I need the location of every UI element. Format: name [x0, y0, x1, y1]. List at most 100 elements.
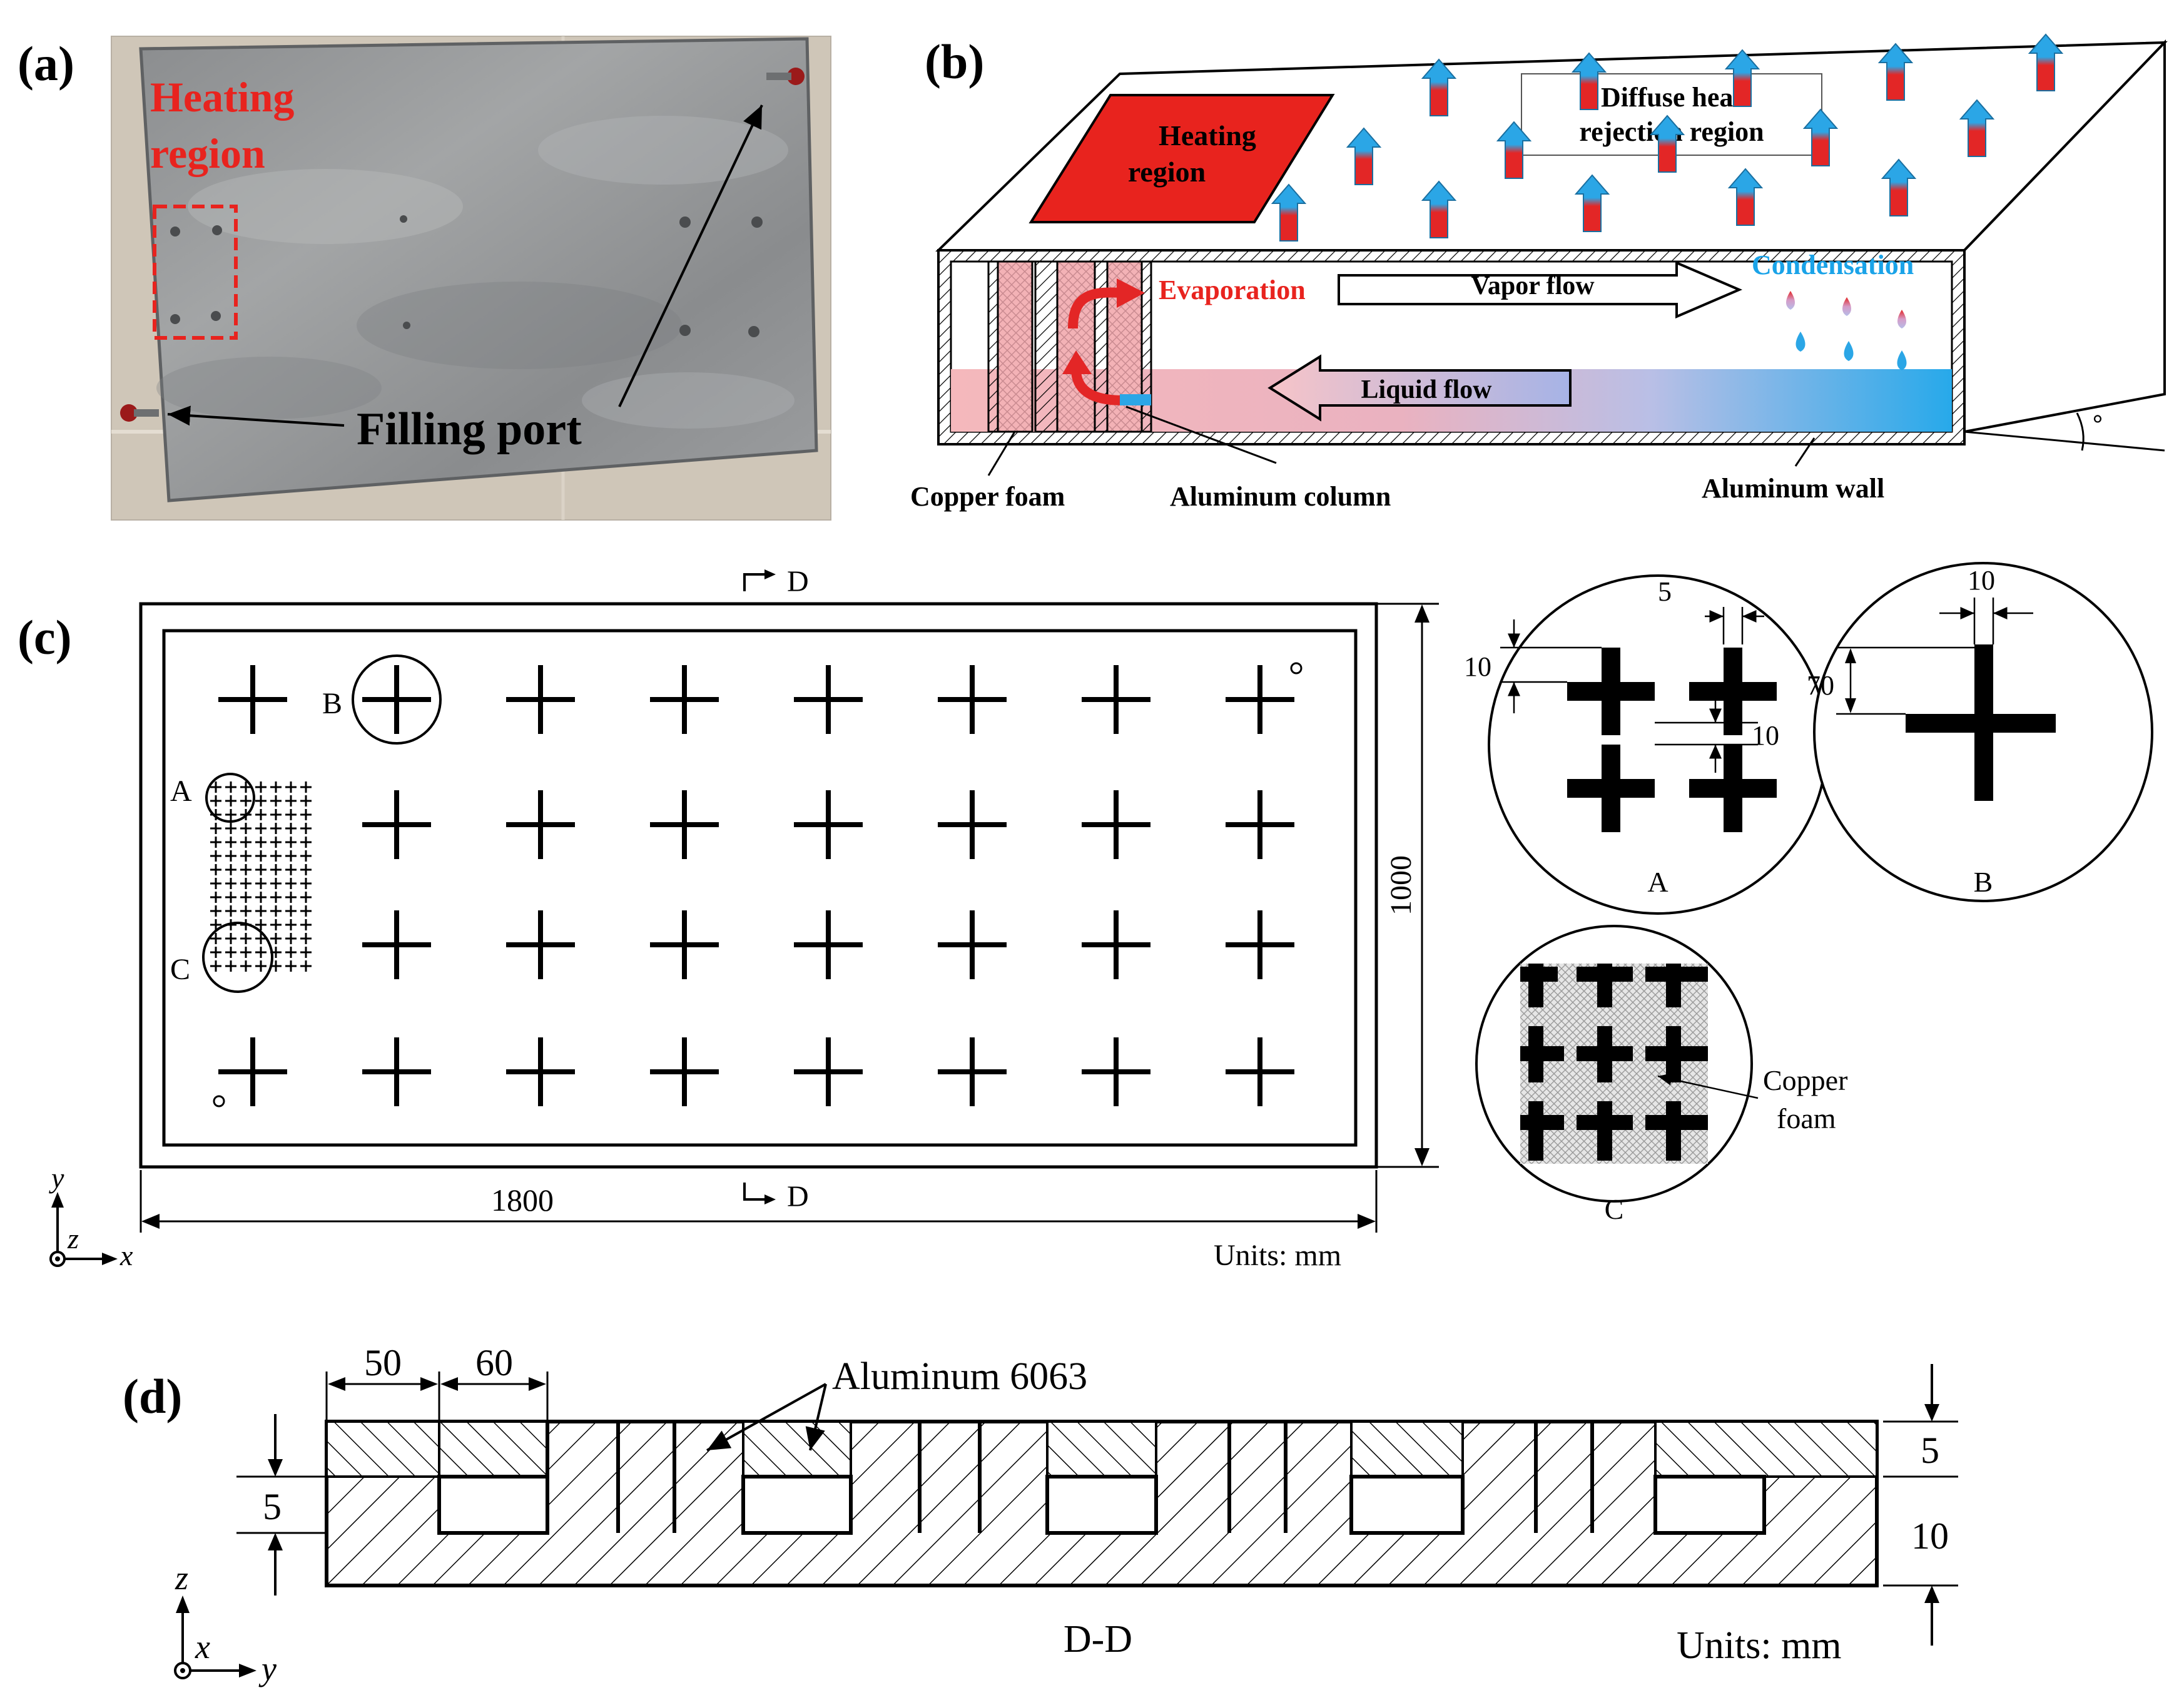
detail-a-dim-right: 10: [1752, 720, 1779, 751]
vapor-flow-label: Vapor flow: [1471, 272, 1595, 300]
detail-b-caption: B: [1974, 866, 1993, 898]
column-cross-icon: [650, 790, 719, 859]
axis-z-label: z: [175, 1559, 188, 1597]
panel-d: (d) 50 60 Aluminum 6063 5: [123, 1342, 1958, 1687]
screw-holes: [170, 215, 763, 337]
fine-cross-icon: [300, 960, 312, 972]
fine-cross-icon: [240, 933, 251, 944]
fine-cross-icon: [300, 878, 312, 889]
fine-cross-icon: [240, 850, 251, 862]
detail-a-caption: A: [1647, 866, 1668, 898]
heat-arrow-icon: [1346, 127, 1382, 185]
heat-rejection-arrows: [1271, 33, 2064, 242]
fine-cross-icon: [255, 947, 267, 958]
aluminum-column: [1140, 260, 1152, 433]
aluminum-column: [1034, 260, 1059, 433]
fine-cross-icon: [255, 905, 267, 917]
heat-arrow-icon: [1271, 183, 1307, 242]
fine-cross-icon: [225, 781, 236, 793]
detail-b-dim-left: 70: [1807, 670, 1834, 701]
dim-60: 60: [475, 1342, 513, 1383]
heat-arrow-icon: [1877, 43, 1914, 101]
heat-arrow-icon: [2028, 33, 2064, 91]
fine-cross-icon: [285, 809, 297, 820]
detail-a-dim-top: 5: [1658, 576, 1672, 607]
heat-arrow-icon: [1802, 108, 1839, 166]
liquid-flow-label: Liquid flow: [1361, 375, 1493, 404]
fine-cross-icon: [255, 809, 267, 820]
column-cross-icon: [506, 665, 575, 734]
column-cross-icon: [362, 665, 431, 734]
fine-cross-icon: [270, 850, 282, 862]
panel-a-letter: (a): [18, 36, 74, 91]
column-cross-icon: [218, 1037, 287, 1106]
detail-circle-b: [352, 654, 442, 745]
fine-cross-icon: [270, 905, 282, 917]
filling-port-marker: [1290, 662, 1303, 674]
fine-cross-icon: [270, 919, 282, 930]
fine-cross-icon: [270, 795, 282, 807]
column-cross-icon: [506, 1037, 575, 1106]
heat-arrow-icon: [1421, 180, 1457, 238]
fine-cross-icon: [210, 892, 221, 903]
fine-cross-icon: [285, 960, 297, 972]
fine-cross-icon: [255, 919, 267, 930]
fine-cross-icon: [240, 905, 251, 917]
heat-arrow-icon: [1727, 168, 1764, 226]
fine-cross-icon: [300, 905, 312, 917]
section-marker-bottom: D: [787, 1180, 809, 1213]
fine-cross-icon: [225, 933, 236, 944]
fine-cross-icon: [285, 795, 297, 807]
axis-x-label: x: [119, 1239, 133, 1271]
column-cross-icon: [938, 1037, 1007, 1106]
column-cross-icon: [938, 910, 1007, 979]
cover-plate-segment: [742, 1420, 852, 1478]
heat-arrow-icon: [1959, 99, 1995, 157]
liquid-flow-arrow: [1267, 354, 1572, 422]
fine-cross-icon: [270, 960, 282, 972]
column-cross-icon: [794, 790, 863, 859]
fine-cross-icon: [255, 795, 267, 807]
fine-cross-icon: [255, 878, 267, 889]
fine-cross-icon: [210, 837, 221, 848]
fine-cross-icon: [210, 781, 221, 793]
detail-c-note: foam: [1777, 1102, 1836, 1134]
fine-cross-icon: [240, 892, 251, 903]
heat-arrow-icon: [1496, 121, 1532, 179]
plate-outer-outline: [139, 602, 1378, 1169]
vapor-channel-gap: [437, 1475, 549, 1535]
column-cross-icon: [362, 790, 431, 859]
heating-region-label: region: [1128, 156, 1206, 188]
tilt-angle-symbol: °: [2093, 409, 2103, 437]
section-marker-top: D: [787, 565, 809, 598]
panel-b: (b) Heating region Diffuse heat rejecti: [910, 33, 2168, 512]
fine-cross-icon: [285, 850, 297, 862]
fine-cross-icon: [255, 837, 267, 848]
fine-cross-icon: [210, 823, 221, 834]
aluminum-column: [987, 260, 999, 433]
fine-cross-icon: [255, 864, 267, 875]
column-cross-icon: [1226, 1037, 1294, 1106]
fine-cross-icon: [285, 878, 297, 889]
heat-arrow-icon: [1724, 49, 1760, 107]
heating-region-label: Heating: [1159, 120, 1256, 151]
fine-cross-icon: [285, 905, 297, 917]
column-cross-icon: [362, 910, 431, 979]
fine-cross-icon: [240, 823, 251, 834]
fine-cross-icon: [240, 960, 251, 972]
evaporation-label: Evaporation: [1159, 275, 1306, 305]
detail-c-note: Copper: [1763, 1064, 1847, 1096]
vapor-channel-gap: [1045, 1475, 1158, 1535]
fine-cross-icon: [255, 850, 267, 862]
column-cross-icon: [1226, 665, 1294, 734]
fine-column-crosses: [210, 781, 312, 972]
fine-cross-icon: [210, 864, 221, 875]
fine-cross-icon: [225, 837, 236, 848]
fine-cross-icon: [300, 947, 312, 958]
heating-region-label: Heating: [150, 73, 294, 121]
plate-inner-outline: [162, 629, 1358, 1147]
detail-circle-c: [202, 922, 273, 993]
fine-cross-icon: [285, 837, 297, 848]
fine-cross-icon: [210, 919, 221, 930]
